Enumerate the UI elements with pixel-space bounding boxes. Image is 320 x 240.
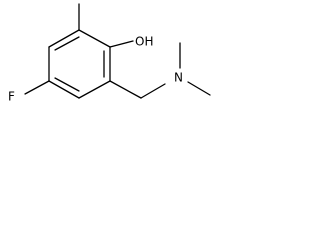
ring-bond-c3-c4	[48, 80, 80, 99]
ring-double-bond-c3-c4	[54, 77, 80, 92]
ring-bond-c5-c6	[48, 29, 80, 48]
bond-ring-to-hydroxyl	[109, 40, 134, 48]
ring-double-bond-c5-c6	[54, 36, 80, 51]
bond-ring-to-ch2	[109, 80, 142, 99]
chemical-structure-diagram: OH F N	[8, 3, 211, 104]
ring-bond-c6-c1	[78, 29, 111, 48]
hydroxyl-label: OH	[135, 35, 153, 49]
ring-bond-c2-c3	[78, 80, 111, 99]
benzene-ring	[48, 29, 111, 99]
bond-ch2-to-nitrogen	[140, 83, 166, 99]
nitrogen-label: N	[174, 71, 183, 85]
fluorine-label: F	[8, 90, 15, 104]
bond-ring-to-fluorine	[24, 80, 50, 95]
bond-nitrogen-to-methyl-right	[187, 81, 211, 96]
